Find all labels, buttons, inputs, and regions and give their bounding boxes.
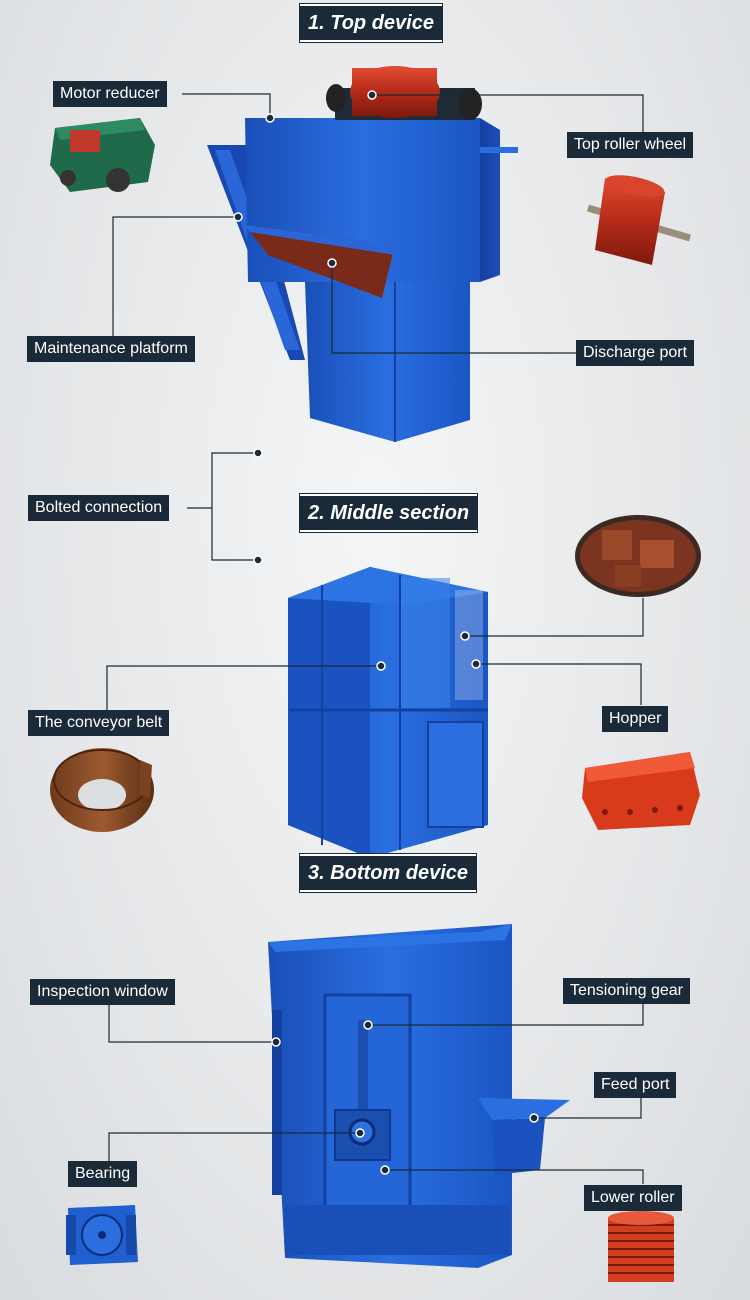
hopper-image [582, 752, 700, 830]
top-device-machine [207, 66, 518, 442]
bucket-photo [573, 513, 703, 599]
conveyor-belt-image [50, 748, 154, 832]
bottom-device-machine [268, 924, 570, 1268]
lower-roller-image [608, 1211, 674, 1282]
label-feed-port: Feed port [594, 1072, 677, 1098]
label-tensioning-gear: Tensioning gear [563, 978, 690, 1004]
section-title-top-device: 1. Top device [300, 4, 442, 42]
label-top-roller-wheel: Top roller wheel [567, 132, 694, 158]
middle-section-machine [288, 567, 488, 858]
label-motor-reducer: Motor reducer [53, 81, 167, 107]
label-bearing: Bearing [68, 1161, 138, 1187]
label-lower-roller: Lower roller [584, 1185, 682, 1211]
motor-reducer-image [50, 118, 155, 192]
label-discharge-port: Discharge port [576, 340, 695, 366]
label-maintenance-platform: Maintenance platform [27, 336, 195, 362]
top-roller-wheel-image [587, 175, 691, 265]
bearing-image [66, 1205, 138, 1265]
section-title-bottom-device: 3. Bottom device [300, 854, 477, 892]
label-bolted-connection: Bolted connection [28, 495, 170, 521]
label-inspection-window: Inspection window [30, 979, 175, 1005]
label-conveyor-belt: The conveyor belt [28, 710, 170, 736]
label-hopper: Hopper [602, 706, 669, 732]
section-title-middle-section: 2. Middle section [300, 494, 478, 532]
callout-lines [106, 90, 644, 1184]
